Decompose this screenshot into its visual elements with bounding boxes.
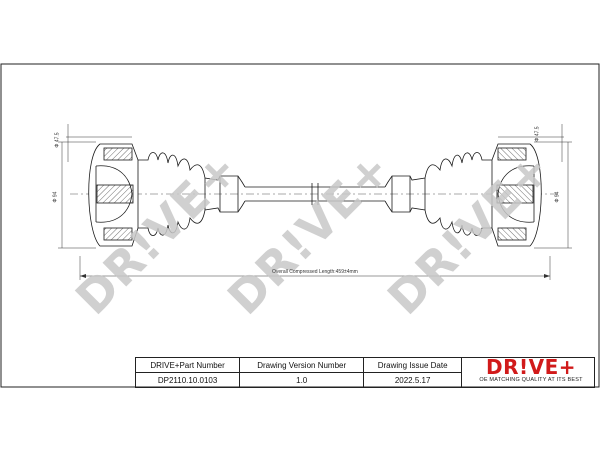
right-diameter-label: Φ 94 — [554, 191, 561, 203]
version-header: Drawing Version Number — [239, 357, 365, 373]
dimension-arrows — [80, 274, 550, 278]
part-number-value: DP2110.10.0103 — [134, 372, 241, 388]
left-cv-joint — [88, 143, 139, 247]
left-boot — [138, 152, 246, 236]
title-block-value-row: DP2110.10.0103 1.0 2022.5.17 — [134, 372, 595, 388]
right-boot — [384, 152, 492, 236]
shaft — [245, 183, 385, 205]
overall-length-label: Overall Compressed Length:459±4mm — [272, 269, 358, 275]
logo-tagline: OE MATCHING QUALITY AT ITS BEST — [479, 377, 583, 383]
logo-wordmark: DR!VE+ — [485, 355, 577, 379]
right-bore-label: Φ 47.5 — [534, 126, 541, 142]
part-number-header: DRIVE+Part Number — [134, 357, 241, 373]
issue-date-header: Drawing Issue Date — [363, 357, 462, 373]
right-cv-joint — [491, 143, 542, 247]
dimension-lines — [58, 124, 572, 280]
title-block: DRIVE+Part Number Drawing Version Number… — [134, 357, 595, 388]
logo-cell — [461, 357, 595, 388]
left-diameter-label: Φ 94 — [52, 191, 59, 203]
version-value: 1.0 — [239, 372, 365, 388]
left-bore-label: Φ 47.5 — [54, 132, 61, 148]
title-block-header-row: DRIVE+Part Number Drawing Version Number… — [134, 357, 595, 388]
issue-date-value: 2022.5.17 — [363, 372, 462, 388]
brand-logo: DR!VE+ OE MATCHING QUALITY AT ITS BEST — [467, 357, 595, 385]
